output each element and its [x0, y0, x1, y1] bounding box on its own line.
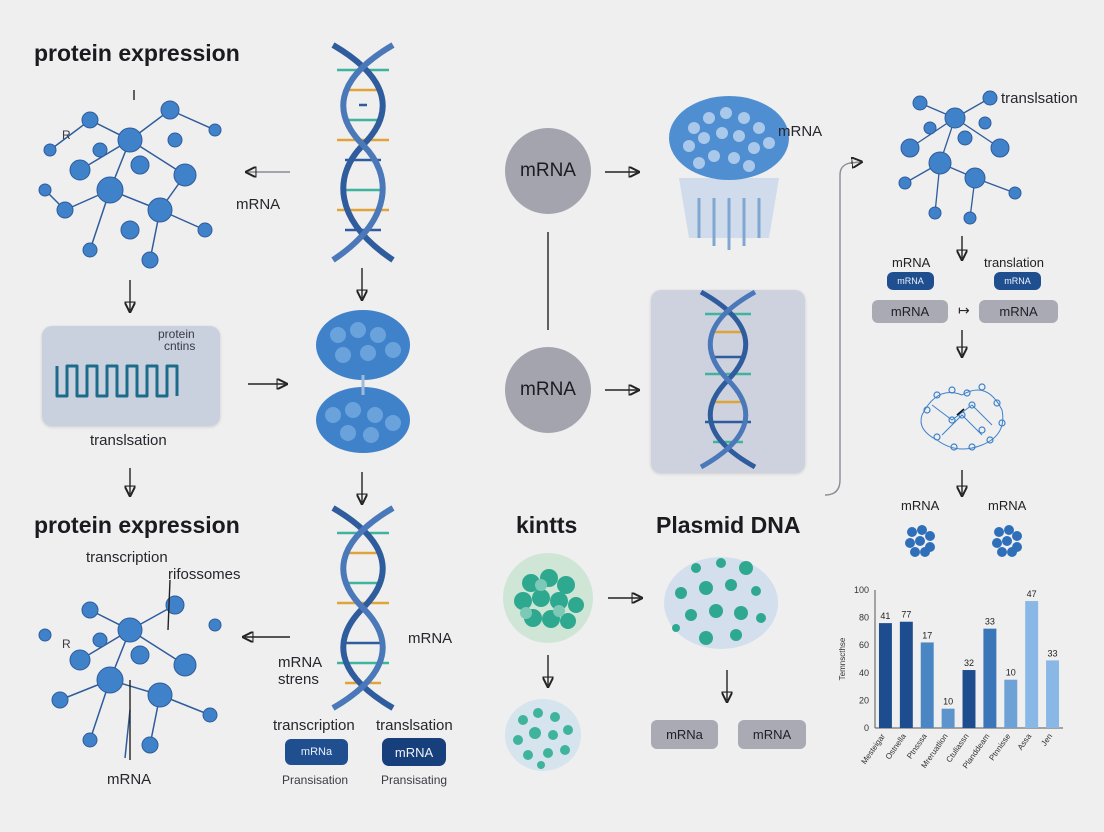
- chart-y-tick-label: 100: [854, 585, 869, 595]
- label-protein: protein: [158, 327, 195, 341]
- dna-panel-center: [651, 289, 805, 473]
- cluster-small-2-icon: [992, 525, 1022, 557]
- protein-cluster-top-left-icon: [38, 100, 222, 269]
- title-kintts: kintts: [516, 512, 578, 538]
- pill-mrna-bottom-left[interactable]: mRNa: [285, 739, 348, 765]
- connector-arrow-icon: ↦: [958, 302, 970, 318]
- label-mrna-dna-bottom: mRNA: [408, 630, 453, 647]
- chart-y-tick-label: 40: [859, 668, 869, 678]
- chart-bar: [878, 623, 892, 728]
- chart-data-label: 10: [943, 697, 953, 707]
- label-translsation-left: translsation: [90, 432, 167, 449]
- plasmid-scatter-icon: [664, 557, 778, 649]
- chart-bar: [1025, 601, 1039, 728]
- ribosome-sieve-icon: [669, 96, 789, 250]
- title-protein-expression-top: protein expression: [34, 40, 240, 66]
- kintts-cluster-icon: [503, 553, 593, 643]
- dna-helix-center-icon: [699, 289, 757, 470]
- label-mrna-bottom-r1: mRNA: [901, 498, 940, 513]
- label-translsation-bottom: translsation: [376, 717, 453, 734]
- pill-mrna-kintts-right[interactable]: mRNA: [738, 720, 806, 749]
- chart-data-label: 33: [1048, 648, 1058, 658]
- chart-y-tick-label: 80: [859, 613, 869, 623]
- chart-bar: [899, 621, 913, 728]
- label-transcription-left: transcription: [86, 549, 168, 566]
- chart-data-label: 47: [1027, 589, 1037, 599]
- pill-mrna-right-grey-2[interactable]: mRNA: [979, 300, 1058, 323]
- chart-data-label: 33: [985, 617, 995, 627]
- protein-cluster-bottom-left-icon: [38, 595, 222, 759]
- circle-mrna-top[interactable]: mRNA: [505, 128, 591, 214]
- chart-data-label: 41: [880, 611, 890, 621]
- label-pransisating: Pransisating: [381, 773, 448, 787]
- kintts-scatter-icon: [505, 699, 581, 771]
- title-protein-expression-mid: protein expression: [34, 512, 240, 538]
- label-translation-right: translation: [984, 255, 1044, 270]
- chart-bar: [983, 628, 997, 728]
- label-transcription-bottom: transcription: [273, 717, 355, 734]
- protein-chain-icon: [55, 364, 179, 398]
- chart-data-label: 77: [901, 610, 911, 620]
- pill-mrna-right-small-1[interactable]: mRNA: [887, 272, 934, 290]
- chart-bar: [920, 642, 934, 728]
- chart-y-tick-label: 20: [859, 695, 869, 705]
- label-pransisation: Pransisation: [282, 773, 349, 787]
- pill-mrna-right-small-2[interactable]: mRNA: [994, 272, 1041, 290]
- chart-x-tick-label: Mesteigar: [860, 732, 888, 766]
- chart-bar: [1004, 679, 1018, 728]
- protein-network-icon: [920, 383, 1006, 451]
- ribosome-top-icon: [316, 310, 410, 453]
- label-mrna-right: mRNA: [892, 255, 931, 270]
- protein-contins-panel: protein cntins: [42, 326, 220, 426]
- label-translsation-top-right: translsation: [1001, 90, 1078, 107]
- pill-mrna-kintts-left[interactable]: mRNa: [651, 720, 718, 749]
- chart-bar: [962, 670, 976, 728]
- chart-y-tick-label: 0: [864, 723, 869, 733]
- dna-helix-bottom-icon: [331, 505, 395, 711]
- chart-data-label: 32: [964, 658, 974, 668]
- chart-y-axis-label: Temnscthse: [838, 637, 847, 680]
- chart-y-tick-label: 60: [859, 640, 869, 650]
- pill-mrna-right-grey-1[interactable]: mRNA: [872, 300, 948, 323]
- label-r-bottom: R: [62, 637, 71, 651]
- chart-bar: [1046, 660, 1060, 728]
- chart-x-tick-label: Assa: [1016, 732, 1034, 752]
- chart-x-tick-label: Ostnella: [884, 732, 909, 762]
- circle-mrna-middle[interactable]: mRNA: [505, 347, 591, 433]
- dna-helix-top-icon: [331, 42, 395, 263]
- label-mrna-bottom-left: mRNA: [107, 771, 152, 788]
- protein-cluster-top-right-icon: [898, 90, 1022, 225]
- chart-data-label: 10: [1006, 668, 1016, 678]
- chart-data-label: 17: [922, 630, 932, 640]
- chart-x-tick-label: Jen: [1039, 732, 1054, 748]
- label-mrna-strens-2: strens: [278, 671, 319, 688]
- title-plasmid-dna: Plasmid DNA: [656, 512, 801, 538]
- label-cntins: cntins: [164, 339, 196, 353]
- cluster-small-1-icon: [905, 525, 935, 557]
- label-r-top: R: [62, 128, 71, 142]
- label-rifossomes: rifossomes: [168, 566, 241, 583]
- chart-bar: [941, 708, 955, 728]
- label-mrna-bottom-r2: mRNA: [988, 498, 1027, 513]
- pill-mrna-bottom-right[interactable]: mRNA: [382, 738, 446, 766]
- label-mrna-strens-1: mRNA: [278, 654, 323, 671]
- label-mrna-strens: mRNA strens: [278, 654, 322, 688]
- chart-x-tick-label: Ptnnisse: [987, 732, 1012, 763]
- label-mrna-top-left: mRNA: [236, 196, 281, 213]
- label-mrna-ribosome: mRNA: [778, 123, 823, 140]
